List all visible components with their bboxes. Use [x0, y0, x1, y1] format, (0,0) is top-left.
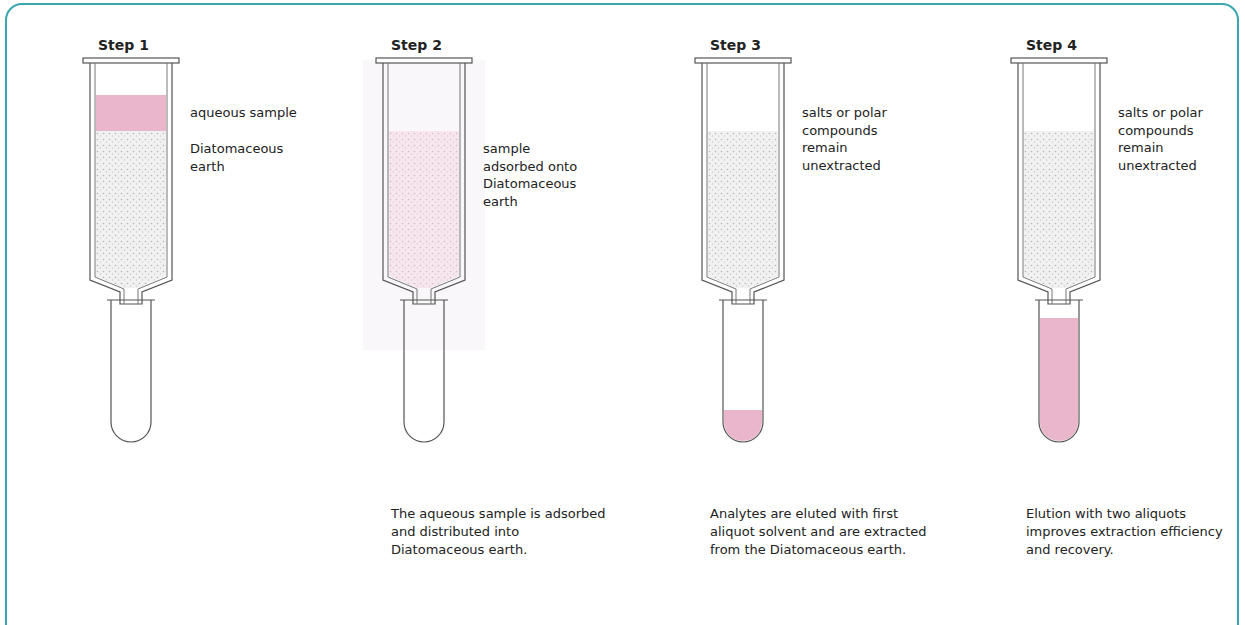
side-label: salts or polar compounds remain unextrac… [802, 104, 912, 174]
caption: Elution with two aliquots improves extra… [1026, 505, 1226, 560]
cartridge [363, 58, 485, 442]
step-title: Step 2 [391, 36, 481, 54]
caption: Analytes are eluted with first aliquot s… [710, 505, 935, 560]
cartridge [695, 58, 791, 442]
cartridge [1011, 58, 1107, 442]
caption: The aqueous sample is adsorbed and distr… [391, 505, 616, 560]
side-label: sample adsorbed onto Diatomaceous earth [483, 140, 583, 210]
step-title: Step 1 [98, 36, 188, 54]
side-label: Diatomaceous earth [190, 140, 290, 175]
step-title: Step 3 [710, 36, 800, 54]
cartridge [83, 58, 179, 442]
step-title: Step 4 [1026, 36, 1116, 54]
frame [6, 4, 1238, 625]
side-label: salts or polar compounds remain unextrac… [1118, 104, 1228, 174]
side-label: aqueous sample [190, 104, 310, 122]
